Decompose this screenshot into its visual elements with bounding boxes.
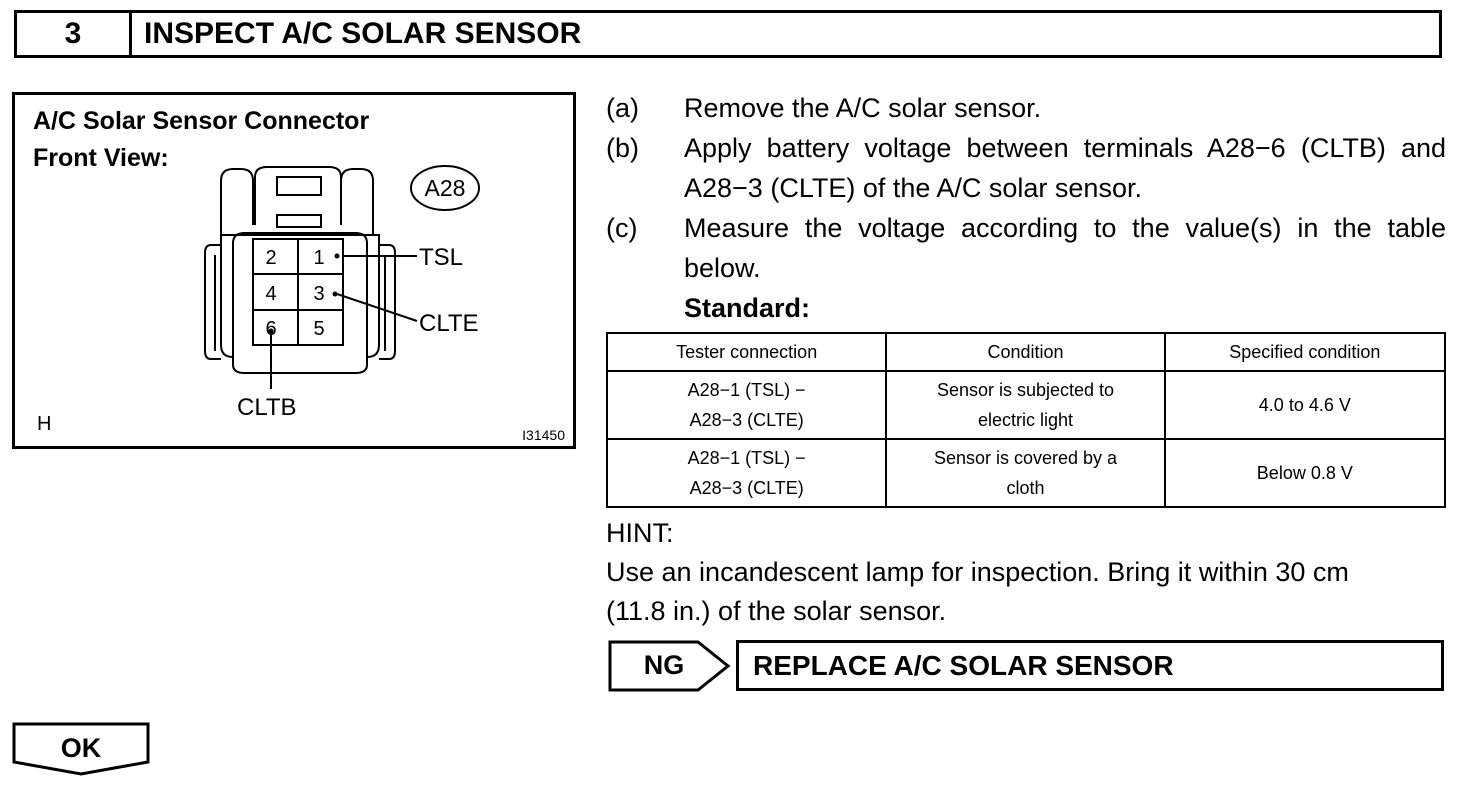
pin-5-label: 5 bbox=[313, 318, 324, 340]
standard-label: Standard: bbox=[684, 293, 811, 323]
tester-connection-cell: A28−1 (TSL) − A28−3 (CLTE) bbox=[605, 438, 888, 508]
cltb-label: CLTB bbox=[237, 394, 297, 421]
column-header: Specified condition bbox=[1163, 332, 1447, 372]
instruction-item: (c) Measure the voltage according to the… bbox=[606, 208, 1446, 288]
cell-line: A28−1 (TSL) − bbox=[687, 448, 806, 468]
pin-6-label: 6 bbox=[265, 318, 276, 340]
left-clip-shape bbox=[204, 244, 221, 360]
connector-figure: A/C Solar Sensor Connector Front View: bbox=[12, 92, 576, 449]
specified-condition-cell: 4.0 to 4.6 V bbox=[1163, 370, 1447, 440]
instruction-text: Measure the voltage according to the val… bbox=[684, 213, 1446, 283]
center-latch-shape bbox=[254, 166, 342, 225]
step-number: 3 bbox=[17, 13, 132, 55]
cell-line: electric light bbox=[977, 410, 1074, 430]
instruction-letter: (b) bbox=[606, 133, 639, 163]
cell-line: A28−3 (CLTE) bbox=[689, 410, 804, 430]
ok-label: OK bbox=[60, 732, 102, 763]
hint-block: HINT: Use an incandescent lamp for inspe… bbox=[606, 514, 1456, 631]
instruction-text: Apply battery voltage between terminals … bbox=[684, 133, 1446, 203]
connector-body-shape bbox=[220, 234, 380, 374]
step-header: 3 INSPECT A/C SOLAR SENSOR bbox=[14, 10, 1442, 58]
ng-arrow-shape bbox=[608, 640, 731, 692]
clte-label: CLTE bbox=[419, 310, 479, 337]
cell-line: A28−3 (CLTE) bbox=[689, 478, 804, 498]
ng-action-box: REPLACE A/C SOLAR SENSOR bbox=[736, 640, 1444, 691]
column-header: Condition bbox=[885, 332, 1166, 372]
instruction-letter: (a) bbox=[606, 93, 639, 123]
cell-line: cloth bbox=[1006, 478, 1045, 498]
hint-line: (11.8 in.) of the solar sensor. bbox=[606, 596, 947, 626]
instruction-item: (a) Remove the A/C solar sensor. bbox=[606, 88, 1446, 128]
right-latch-shape bbox=[340, 168, 374, 235]
table-row: A28−1 (TSL) − A28−3 (CLTE) Sensor is sub… bbox=[605, 370, 1447, 440]
instruction-text: Remove the A/C solar sensor. bbox=[684, 93, 1042, 123]
specified-condition-cell: Below 0.8 V bbox=[1163, 438, 1447, 508]
table-row: A28−1 (TSL) − A28−3 (CLTE) Sensor is cov… bbox=[605, 438, 1447, 508]
figure-id: I31450 bbox=[522, 427, 565, 443]
connector-drawing: 2 1 4 3 6 5 A28 TSL CLTE CLTB bbox=[204, 165, 480, 421]
pin-3-label: 3 bbox=[313, 283, 324, 305]
cell-line: A28−1 (TSL) − bbox=[687, 380, 806, 400]
figure-title: A/C Solar Sensor Connector Front View: bbox=[33, 103, 369, 177]
cell-line: Sensor is subjected to bbox=[936, 380, 1115, 400]
condition-cell: Sensor is subjected to electric light bbox=[885, 370, 1166, 440]
instruction-letter: (c) bbox=[606, 213, 638, 243]
tester-connection-cell: A28−1 (TSL) − A28−3 (CLTE) bbox=[605, 370, 888, 440]
tsl-label: TSL bbox=[419, 244, 463, 271]
table-header-row: Tester connection Condition Specified co… bbox=[605, 332, 1447, 372]
step-title: INSPECT A/C SOLAR SENSOR bbox=[144, 17, 582, 50]
mid-slot-shape bbox=[276, 214, 322, 228]
left-latch-shape bbox=[220, 168, 254, 235]
connector-code: A28 bbox=[425, 175, 466, 201]
condition-cell: Sensor is covered by a cloth bbox=[885, 438, 1166, 508]
top-slot-shape bbox=[276, 176, 322, 196]
pin-4-label: 4 bbox=[265, 283, 276, 305]
ng-label: NG bbox=[643, 649, 685, 680]
figure-corner-mark: H bbox=[37, 413, 52, 435]
figure-title-line1: A/C Solar Sensor Connector bbox=[33, 107, 370, 135]
pin-2-label: 2 bbox=[265, 247, 276, 269]
instruction-list: (a) Remove the A/C solar sensor. (b) App… bbox=[606, 88, 1446, 328]
pin-1-label: 1 bbox=[313, 247, 324, 269]
connector-code-oval bbox=[410, 165, 480, 211]
specification-table: Tester connection Condition Specified co… bbox=[605, 332, 1447, 508]
column-header: Tester connection bbox=[605, 332, 888, 372]
hint-label: HINT: bbox=[606, 518, 674, 548]
ok-arrow-shape bbox=[12, 722, 150, 776]
hint-line: Use an incandescent lamp for inspection.… bbox=[606, 557, 1349, 587]
figure-title-line2: Front View: bbox=[33, 144, 169, 172]
instruction-item: (b) Apply battery voltage between termin… bbox=[606, 128, 1446, 208]
clte-leader-line bbox=[336, 293, 418, 322]
right-clip-shape bbox=[379, 244, 396, 360]
cell-line: Sensor is covered by a bbox=[933, 448, 1118, 468]
